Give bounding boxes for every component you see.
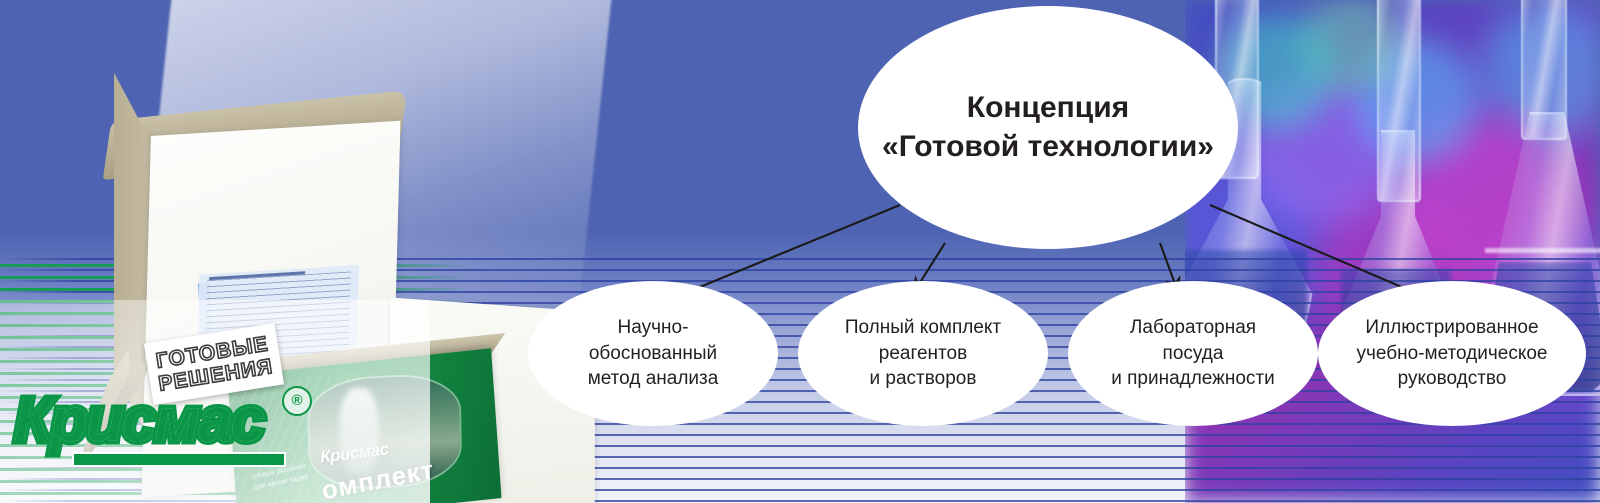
flask-band (1485, 248, 1600, 253)
concept-leaf-node-1[interactable]: Научно- обоснованный метод анализа (528, 281, 778, 426)
leaf-3-line-2: посуда (1162, 342, 1224, 364)
root-title-line-2: «Готовой технологии» (882, 129, 1214, 163)
root-title-line-1: Концепция (966, 91, 1130, 125)
leaf-1-line-2: обоснованный (588, 342, 718, 364)
leaf-2-line-1: Полный комплект (844, 317, 1002, 339)
concept-leaf-node-3[interactable]: Лабораторная посуда и принадлежности (1068, 281, 1318, 426)
leaf-2-line-3: и растворов (869, 368, 977, 390)
krismas-logo[interactable]: Крисмас Крисмас ® (10, 386, 314, 470)
leaf-4-line-1: Иллюстрированное (1365, 317, 1539, 339)
arrow-to-leaf-1 (665, 204, 901, 302)
krismas-logo-text: Крисмас (14, 386, 265, 455)
concept-leaf-node-4[interactable]: Иллюстрированное учебно-методическое рук… (1318, 281, 1586, 426)
krismas-logo-outline: Крисмас (10, 386, 268, 455)
leaf-1-line-1: Научно- (617, 317, 689, 339)
concept-leaf-node-2[interactable]: Полный комплект реагентов и растворов (798, 281, 1048, 426)
leaf-4-line-3: руководство (1397, 368, 1507, 390)
leaf-3-line-1: Лабораторная (1129, 317, 1257, 339)
logo-underline (72, 452, 286, 467)
leaf-1-line-3: метод анализа (587, 368, 719, 390)
concept-root-node[interactable]: Концепция «Готовой технологии» (858, 6, 1238, 249)
leaf-3-line-3: и принадлежности (1111, 368, 1275, 390)
arrow-to-leaf-4 (1209, 204, 1435, 302)
leaf-4-line-2: учебно-методическое (1356, 342, 1548, 364)
registered-trademark-icon: ® (282, 386, 312, 416)
leaf-2-line-2: реагентов (878, 342, 968, 364)
